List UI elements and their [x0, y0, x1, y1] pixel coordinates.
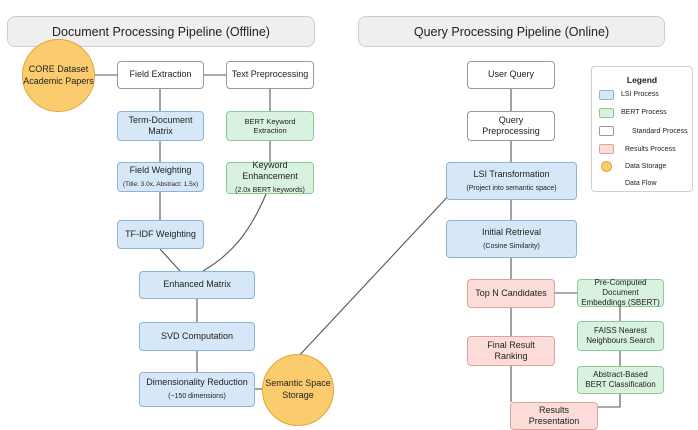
- text-preprocessing-node: Text Preprocessing: [226, 61, 314, 89]
- core-dataset-storage: CORE Dataset Academic Papers: [22, 39, 95, 112]
- abstract-bert-line2: BERT Classification: [585, 380, 656, 389]
- core-dataset-line1: CORE Dataset: [28, 63, 89, 74]
- lsi-transformation-node: LSI Transformation (Project into semanti…: [446, 162, 577, 200]
- precomputed-embeddings-node: Pre-Computed Document Embeddings (SBERT): [577, 278, 664, 307]
- abstract-bert-line1: Abstract-Based: [593, 370, 648, 379]
- user-query-node: User Query: [467, 61, 555, 89]
- initial-retrieval-title: Initial Retrieval: [481, 226, 542, 237]
- keyword-enhancement-title: Keyword Enhancement: [242, 159, 298, 182]
- legend-standard-label: Standard Process: [632, 128, 688, 135]
- legend-results-swatch: [599, 144, 614, 154]
- legend-standard-swatch: [599, 126, 614, 136]
- legend-results-label: Results Process: [625, 146, 676, 153]
- field-weighting-sub: (Title: 3.0x, Abstract: 1.5x): [122, 181, 199, 189]
- flow-keyword-enhancement-to-enhanced-matrix: [202, 193, 267, 272]
- lsi-transformation-title: LSI Transformation: [473, 168, 550, 179]
- legend: Legend LSI Process BERT Process Standard…: [591, 66, 693, 192]
- initial-retrieval-sub: (Cosine Similarity): [483, 242, 540, 250]
- dimensionality-reduction-sub: (~150 dimensions): [168, 393, 226, 401]
- final-result-ranking-node: Final Result Ranking: [467, 336, 555, 366]
- flow-tfidf-to-enhanced-matrix: [159, 248, 181, 272]
- core-dataset-line2: Academic Papers: [23, 75, 94, 86]
- semantic-space-line1: Semantic Space: [265, 378, 331, 389]
- faiss-search-line1: FAISS Nearest: [594, 326, 647, 335]
- keyword-enhancement-sub: (2.0x BERT keywords): [235, 187, 305, 195]
- abstract-bert-classification-node: Abstract-Based BERT Classification: [577, 366, 664, 394]
- flow-semantic-storage-to-lsi-transformation: [295, 175, 468, 360]
- field-weighting-title: Field Weighting: [129, 164, 192, 175]
- legend-bert-label: BERT Process: [621, 109, 667, 116]
- dimensionality-reduction-node: Dimensionality Reduction (~150 dimension…: [139, 372, 255, 407]
- field-extraction-node: Field Extraction: [117, 61, 204, 89]
- precomputed-embeddings-line2: Embeddings (SBERT): [581, 298, 660, 307]
- semantic-space-line2: Storage: [282, 390, 314, 400]
- term-document-matrix-node: Term-Document Matrix: [117, 111, 204, 141]
- precomputed-embeddings-line1: Pre-Computed Document: [594, 278, 647, 297]
- dimensionality-reduction-title: Dimensionality Reduction: [146, 377, 248, 387]
- bert-keyword-extraction-node: BERT Keyword Extraction: [226, 111, 314, 141]
- legend-flow-label: Data Flow: [625, 180, 657, 187]
- top-n-candidates-node: Top N Candidates: [467, 279, 555, 308]
- legend-storage-swatch: [601, 161, 612, 172]
- results-presentation-node: Results Presentation: [510, 402, 598, 430]
- legend-lsi-label: LSI Process: [621, 91, 659, 98]
- faiss-search-line2: Neighbours Search: [586, 336, 655, 345]
- enhanced-matrix-node: Enhanced Matrix: [139, 271, 255, 299]
- query-preprocessing-node: Query Preprocessing: [467, 111, 555, 141]
- lsi-transformation-sub: (Project into semantic space): [466, 184, 557, 192]
- keyword-enhancement-node: Keyword Enhancement (2.0x BERT keywords): [226, 159, 314, 195]
- initial-retrieval-node: Initial Retrieval (Cosine Similarity): [446, 220, 577, 258]
- field-weighting-node: Field Weighting (Title: 3.0x, Abstract: …: [117, 162, 204, 192]
- faiss-search-node: FAISS Nearest Neighbours Search: [577, 321, 664, 351]
- bert-keyword-line2: Extraction: [253, 126, 287, 135]
- legend-title: Legend: [626, 75, 658, 85]
- legend-storage-label: Data Storage: [625, 163, 667, 170]
- online-pipeline-header: Query Processing Pipeline (Online): [358, 16, 665, 47]
- semantic-space-storage: Semantic Space Storage: [262, 354, 334, 426]
- legend-lsi-swatch: [599, 90, 614, 100]
- tfidf-weighting-node: TF-IDF Weighting: [117, 220, 204, 249]
- bert-keyword-line1: BERT Keyword: [244, 116, 296, 126]
- legend-bert-swatch: [599, 108, 614, 118]
- svd-computation-node: SVD Computation: [139, 322, 255, 351]
